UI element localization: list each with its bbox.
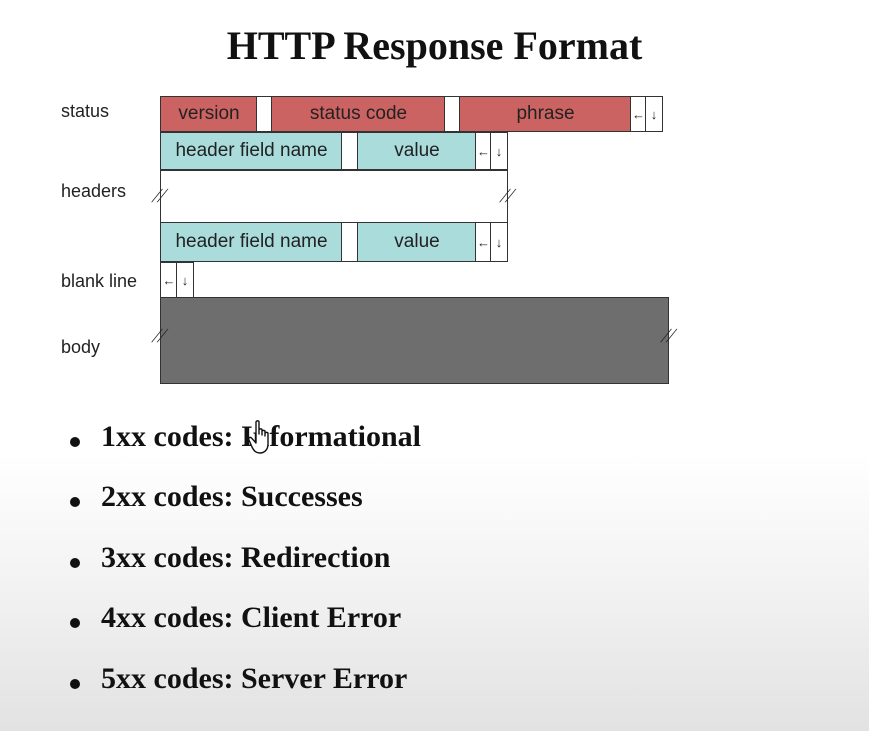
hand-pointer-icon <box>248 420 269 454</box>
headers-ellipsis-area <box>160 170 508 223</box>
header-value: value <box>357 222 477 262</box>
label-blank-line: blank line <box>61 271 138 291</box>
cr-symbol: ← <box>475 222 492 262</box>
bullet-dot <box>70 497 80 507</box>
header-field-name: header field name <box>160 222 343 262</box>
lf-symbol: ↓ <box>490 132 508 170</box>
label-status: status <box>61 101 110 121</box>
cr-symbol: ← <box>160 262 178 298</box>
body-block <box>160 297 669 384</box>
list-item-text: 3xx codes: Redirection <box>101 541 391 574</box>
status-phrase-field: phrase <box>459 96 632 132</box>
lf-symbol: ↓ <box>490 222 508 262</box>
bullet-dot <box>70 437 80 447</box>
bullet-dot <box>70 618 80 628</box>
lf-symbol: ↓ <box>645 96 663 132</box>
header-field-name: header field name <box>160 132 343 170</box>
lf-symbol: ↓ <box>176 262 194 298</box>
status-code-field: status code <box>271 96 446 132</box>
status-version-field: version <box>160 96 258 132</box>
label-body: body <box>61 337 101 357</box>
bullet-dot <box>70 558 80 568</box>
label-headers: headers <box>61 181 127 201</box>
list-item-text: 4xx codes: Client Error <box>101 601 402 634</box>
bullet-dot <box>70 679 80 689</box>
page-title: HTTP Response Format <box>226 23 643 68</box>
header-value: value <box>357 132 477 170</box>
list-item-text: 5xx codes: Server Error <box>101 662 408 695</box>
list-item-text: 2xx codes: Successes <box>101 480 363 513</box>
